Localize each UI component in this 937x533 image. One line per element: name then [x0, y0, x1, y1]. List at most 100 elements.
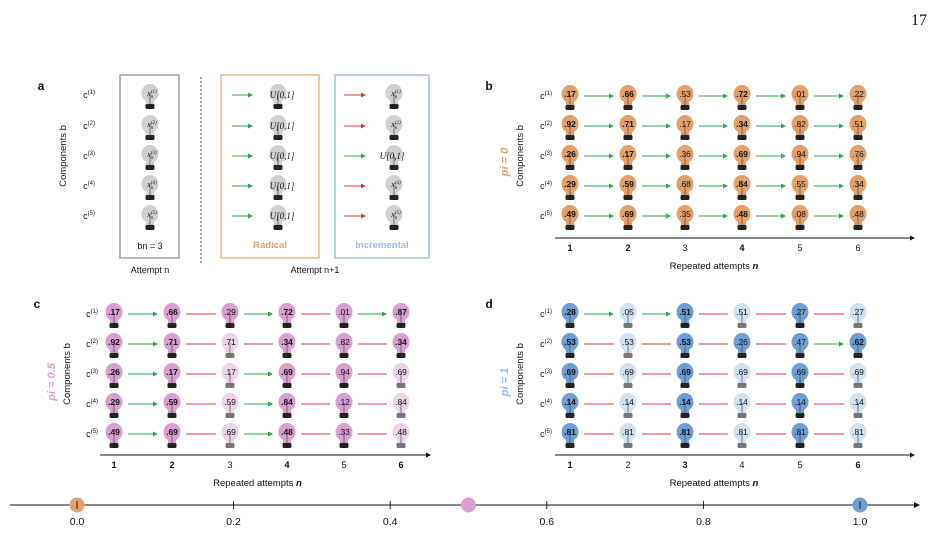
bulb-glass: [676, 115, 694, 133]
bulb-base: [167, 443, 177, 448]
bulb-value: .69: [736, 149, 748, 159]
bulb-value: .29: [108, 397, 120, 407]
bulb-icon: .34: [392, 333, 410, 358]
bulb-glass: [849, 115, 867, 133]
arrow-head: [268, 401, 273, 407]
bulb-icon: .62: [849, 333, 867, 358]
bulb-glass: [619, 363, 637, 381]
bulb-glass: [791, 303, 809, 321]
bulb-base: [737, 443, 747, 448]
green-arrow-icon: [584, 183, 614, 189]
arrow-head: [781, 93, 786, 99]
component-label: c(1): [540, 309, 552, 319]
bulb-base: [853, 323, 863, 328]
bulb-base: [623, 443, 633, 448]
arrow-head: [609, 153, 614, 159]
bulb-glass: [676, 205, 694, 223]
bulb-icon: .69: [561, 363, 579, 388]
bulb-glass: [791, 205, 809, 223]
arrow-head: [153, 431, 158, 437]
bulb-glass: [221, 423, 239, 441]
green-arrow-icon: [244, 401, 273, 407]
bulb-value: .62: [852, 337, 864, 347]
panel-letter: d: [485, 297, 492, 311]
bulb-icon: .53: [676, 85, 694, 110]
bulb-value: .01: [794, 89, 806, 99]
bulb-icon: .14: [619, 393, 637, 418]
bulb-base: [737, 165, 747, 170]
bulb-value: .66: [166, 307, 178, 317]
green-arrow-icon: [244, 311, 273, 317]
bulb-glass: [733, 333, 751, 351]
arrow-head: [666, 153, 671, 159]
arrow-head: [666, 213, 671, 219]
y-axis-label: Components b: [515, 125, 526, 187]
bulb-icon: .53: [561, 333, 579, 358]
bulb-icon: .59: [619, 175, 637, 200]
arrow-head: [609, 213, 614, 219]
bulb-icon: [141, 205, 159, 230]
bulb-glass: [561, 145, 579, 163]
bulb-icon: .84: [278, 393, 296, 418]
bulb-glass: [392, 303, 410, 321]
bulb-value: .71: [166, 337, 178, 347]
bulb-glass: [849, 175, 867, 193]
bulb-icon: .82: [335, 333, 353, 358]
bulb-value: .69: [281, 367, 293, 377]
bulb-value: .81: [622, 427, 634, 437]
component-label: c(5): [540, 211, 552, 221]
bulb-glass: [335, 423, 353, 441]
bulb-base: [565, 323, 575, 328]
arrow-head: [781, 123, 786, 129]
bulb-base: [680, 323, 690, 328]
arrow-head: [248, 92, 253, 98]
bulb-value: .48: [736, 209, 748, 219]
bulb-value: .26: [736, 337, 748, 347]
bulb-glass: [791, 333, 809, 351]
green-arrow-icon: [128, 401, 158, 407]
bulb-base: [282, 383, 292, 388]
bulb-base: [565, 383, 575, 388]
green-arrow-icon: [699, 183, 728, 189]
bulb-value: .51: [852, 119, 864, 129]
bulb-icon: .59: [221, 393, 239, 418]
arrow-head: [361, 183, 366, 189]
bulb-base: [565, 105, 575, 110]
bulb-base: [109, 413, 119, 418]
bulb-base: [680, 165, 690, 170]
bulb-base: [737, 195, 747, 200]
bulb-base: [225, 323, 235, 328]
bottom-tick-label: 0.8: [696, 516, 711, 528]
x-tick-label: 6: [398, 460, 403, 470]
red-arrow-icon: [344, 123, 366, 129]
bulb-icon: .69: [392, 363, 410, 388]
bulb-value: .69: [564, 367, 576, 377]
component-label: c(4): [83, 181, 95, 191]
bulb-base: [109, 353, 119, 358]
green-arrow-icon: [584, 311, 614, 317]
arrow-head: [248, 183, 253, 189]
bulb-base: [282, 413, 292, 418]
bulb-glass: [561, 333, 579, 351]
bulb-icon: .48: [278, 423, 296, 448]
bulb-glass: [561, 423, 579, 441]
bulb-icon: .26: [733, 333, 751, 358]
arrow-head: [666, 311, 671, 317]
x-tick-label: 5: [341, 460, 346, 470]
bulb-icon: .69: [733, 145, 751, 170]
bulb-icon: .12: [335, 393, 353, 418]
bulb-icon: .82: [791, 115, 809, 140]
bulb-icon: .01: [335, 303, 353, 328]
bulb-value: .84: [736, 179, 748, 189]
bulb-glass: [619, 175, 637, 193]
bulb-base: [737, 105, 747, 110]
bulb-glass: [221, 303, 239, 321]
bulb-icon: .55: [791, 175, 809, 200]
bulb-base: [623, 323, 633, 328]
bulb-icon: .29: [561, 175, 579, 200]
attempt-n-box: [119, 74, 180, 259]
bulb-base: [145, 195, 155, 200]
bulb-icon: .27: [849, 303, 867, 328]
